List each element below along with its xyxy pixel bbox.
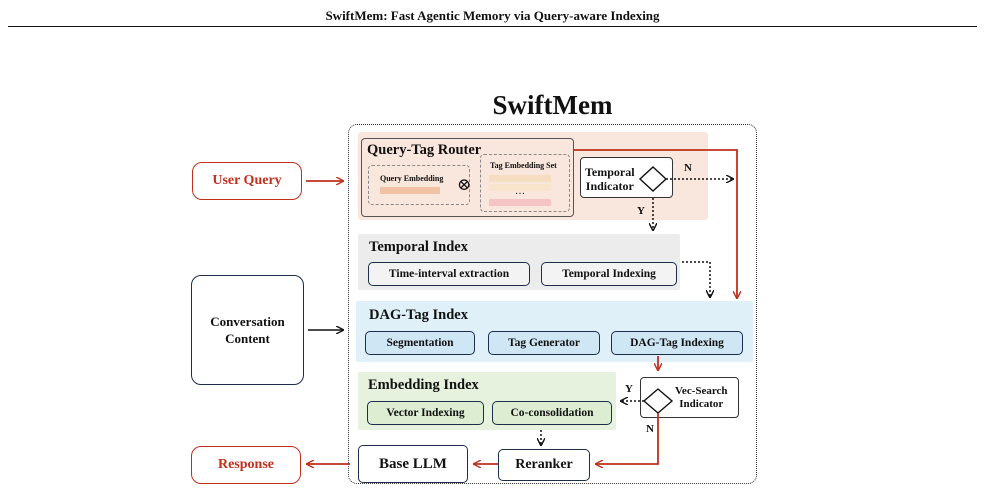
header-rule (8, 26, 977, 27)
tag-embedding-set-label: Tag Embedding Set (490, 161, 557, 170)
tag-embedding-bar-3 (489, 199, 551, 206)
conversation-line1: Conversation (210, 314, 285, 329)
temporal-index-label: Temporal Index (369, 239, 468, 255)
base-llm-box: Base LLM (358, 445, 468, 483)
response-box: Response (191, 446, 301, 484)
query-tag-router (361, 138, 574, 217)
temporal-indicator-line2: Indicator (585, 179, 634, 193)
co-consolidation-step: Co-consolidation (492, 401, 612, 425)
diagram-title: SwiftMem (492, 90, 613, 120)
tag-embedding-ellipsis: … (515, 186, 525, 197)
vec-decision-diamond (642, 388, 674, 414)
dag-tag-index-label: DAG-Tag Index (369, 307, 468, 323)
temporal-to-dag-arrow (682, 261, 710, 297)
vec-no-label: N (646, 423, 654, 435)
vec-search-indicator-line2: Indicator (679, 398, 724, 410)
query-embedding-box (368, 165, 470, 205)
conversation-content-box: Conversation Content (191, 275, 304, 385)
tag-embedding-bar-1 (489, 175, 551, 182)
temporal-indexing-step: Temporal Indexing (541, 262, 677, 286)
router-to-dag-arrow (574, 149, 737, 298)
query-embedding-label: Query Embedding (380, 174, 444, 183)
embedding-index-label: Embedding Index (368, 377, 479, 393)
temporal-yes-label: Y (637, 205, 645, 217)
router-label: Query-Tag Router (367, 142, 482, 158)
page-header: SwiftMem: Fast Agentic Memory via Query-… (325, 8, 660, 23)
query-embedding-bar (380, 187, 440, 194)
tag-generator-step: Tag Generator (488, 331, 600, 355)
vec-search-indicator-line1: Vec-Search (675, 385, 728, 397)
segmentation-step: Segmentation (365, 331, 475, 355)
temporal-indicator-label: Temporal Indicator (585, 165, 635, 193)
time-interval-extraction-step: Time-interval extraction (368, 262, 530, 286)
tag-embedding-bar-2 (489, 184, 551, 191)
vec-search-indicator-label: Vec-Search Indicator (675, 385, 728, 411)
vec-yes-label: Y (625, 383, 633, 395)
vec-no-arrow (596, 413, 659, 464)
temporal-decision-diamond (638, 166, 668, 192)
temporal-indicator-line1: Temporal (585, 165, 635, 179)
tensor-product-icon: ⊗ (457, 175, 472, 194)
reranker-box: Reranker (498, 449, 590, 481)
conversation-line2: Content (225, 331, 270, 346)
user-query-box: User Query (192, 162, 302, 200)
dag-tag-indexing-step: DAG-Tag Indexing (611, 331, 743, 355)
temporal-no-label: N (684, 162, 692, 174)
swiftmem-frame (348, 124, 757, 484)
vector-indexing-step: Vector Indexing (367, 401, 484, 425)
tag-embedding-set-box (480, 154, 570, 212)
